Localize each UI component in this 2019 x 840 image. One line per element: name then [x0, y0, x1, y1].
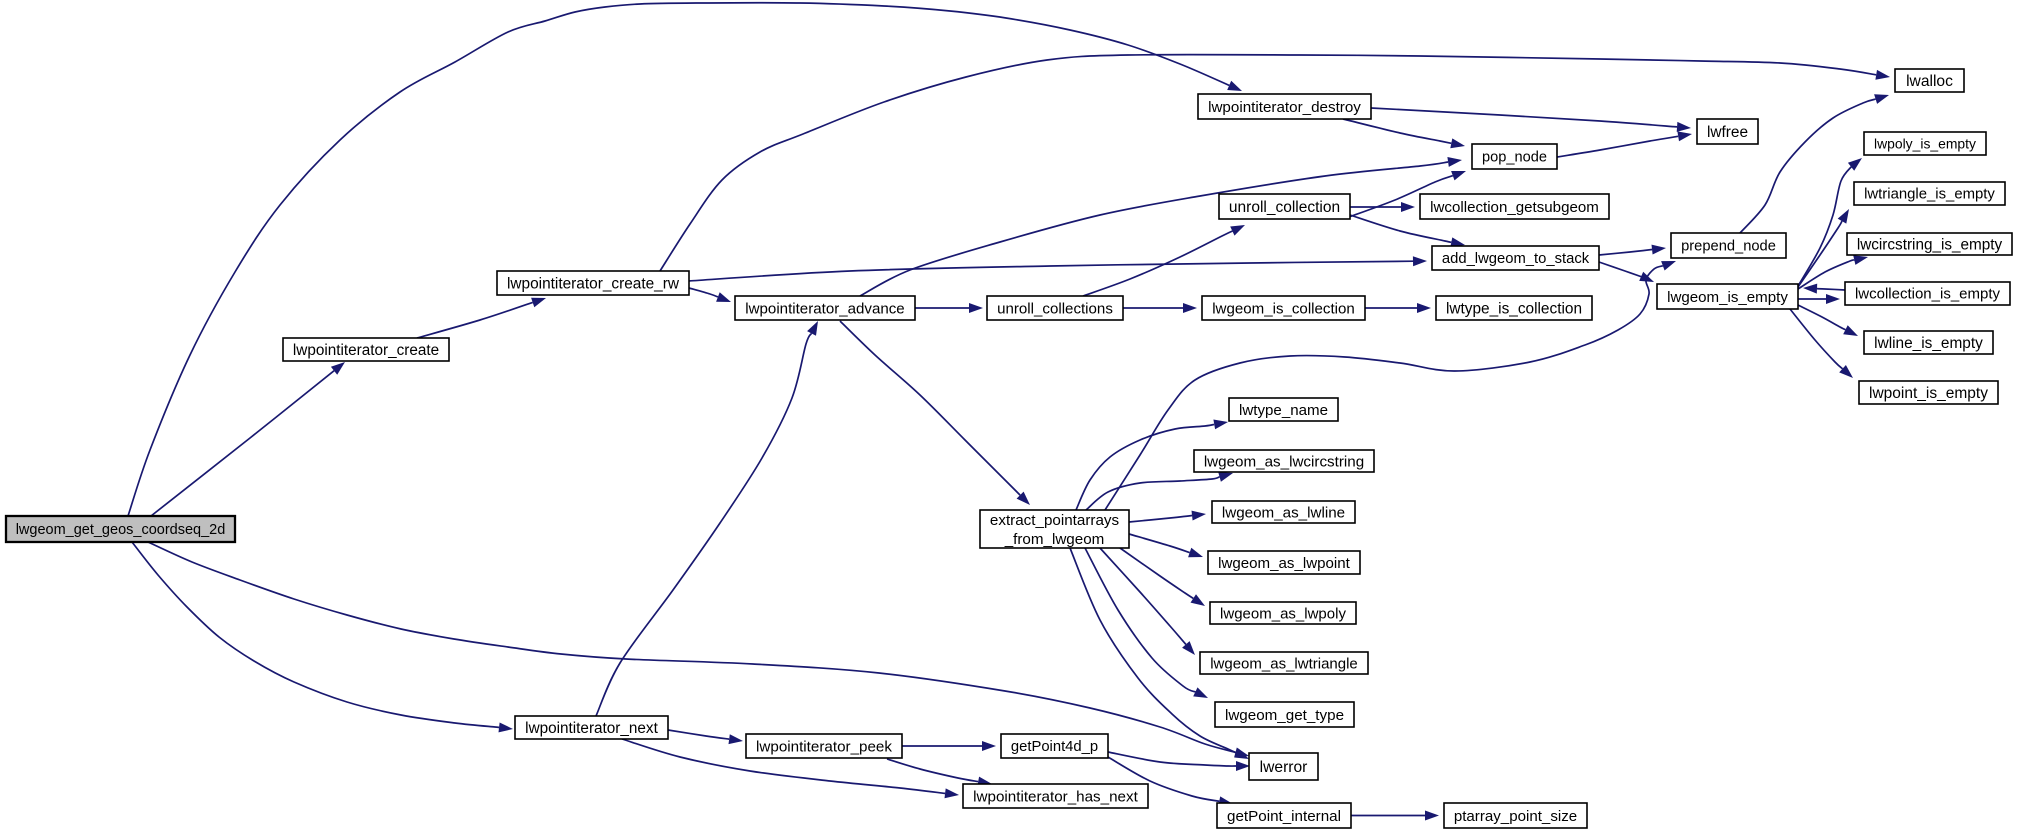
svg-text:lwpointiterator_peek: lwpointiterator_peek [756, 738, 892, 755]
svg-text:lwgeom_as_lwpoint: lwgeom_as_lwpoint [1218, 555, 1351, 572]
svg-text:lwcollection_getsubgeom: lwcollection_getsubgeom [1430, 199, 1599, 216]
svg-text:getPoint_internal: getPoint_internal [1227, 808, 1341, 825]
svg-text:lwgeom_as_lwpoly: lwgeom_as_lwpoly [1220, 605, 1346, 622]
svg-text:_from_lwgeom: _from_lwgeom [1004, 531, 1105, 548]
svg-text:lwpointiterator_destroy: lwpointiterator_destroy [1208, 99, 1361, 116]
svg-text:lwpointiterator_has_next: lwpointiterator_has_next [973, 788, 1138, 805]
svg-text:lwpoly_is_empty: lwpoly_is_empty [1874, 135, 1976, 151]
svg-text:getPoint4d_p: getPoint4d_p [1011, 739, 1098, 755]
svg-text:lwgeom_as_lwline: lwgeom_as_lwline [1222, 504, 1345, 521]
svg-text:lwalloc: lwalloc [1906, 73, 1953, 90]
svg-text:lwgeom_as_lwtriangle: lwgeom_as_lwtriangle [1210, 655, 1358, 672]
svg-text:lwgeom_is_empty: lwgeom_is_empty [1667, 289, 1788, 306]
svg-text:lwline_is_empty: lwline_is_empty [1874, 335, 1983, 352]
svg-text:lwtype_name: lwtype_name [1239, 402, 1328, 419]
svg-text:lwcircstring_is_empty: lwcircstring_is_empty [1857, 236, 2003, 253]
svg-text:lwtype_is_collection: lwtype_is_collection [1446, 300, 1582, 317]
svg-text:lwpoint_is_empty: lwpoint_is_empty [1869, 385, 1988, 402]
svg-text:extract_pointarrays: extract_pointarrays [990, 512, 1120, 529]
svg-text:lwgeom_get_type: lwgeom_get_type [1225, 707, 1344, 724]
svg-text:lwpointiterator_create: lwpointiterator_create [293, 342, 439, 359]
svg-text:ptarray_point_size: ptarray_point_size [1454, 808, 1577, 825]
svg-text:lwpointiterator_advance: lwpointiterator_advance [745, 300, 904, 317]
svg-text:prepend_node: prepend_node [1681, 239, 1776, 255]
svg-text:pop_node: pop_node [1482, 150, 1547, 166]
svg-text:lwerror: lwerror [1260, 759, 1308, 776]
svg-text:unroll_collections: unroll_collections [997, 300, 1113, 317]
svg-text:lwgeom_get_geos_coordseq_2d: lwgeom_get_geos_coordseq_2d [16, 522, 226, 538]
svg-text:lwgeom_as_lwcircstring: lwgeom_as_lwcircstring [1204, 453, 1364, 470]
svg-text:add_lwgeom_to_stack: add_lwgeom_to_stack [1442, 251, 1590, 267]
svg-text:lwpointiterator_create_rw: lwpointiterator_create_rw [507, 275, 680, 292]
svg-text:lwfree: lwfree [1707, 124, 1748, 141]
svg-text:lwpointiterator_next: lwpointiterator_next [525, 720, 658, 737]
svg-text:unroll_collection: unroll_collection [1229, 199, 1340, 216]
svg-text:lwtriangle_is_empty: lwtriangle_is_empty [1864, 187, 1995, 203]
svg-text:lwgeom_is_collection: lwgeom_is_collection [1212, 300, 1355, 317]
svg-text:lwcollection_is_empty: lwcollection_is_empty [1855, 286, 2001, 303]
